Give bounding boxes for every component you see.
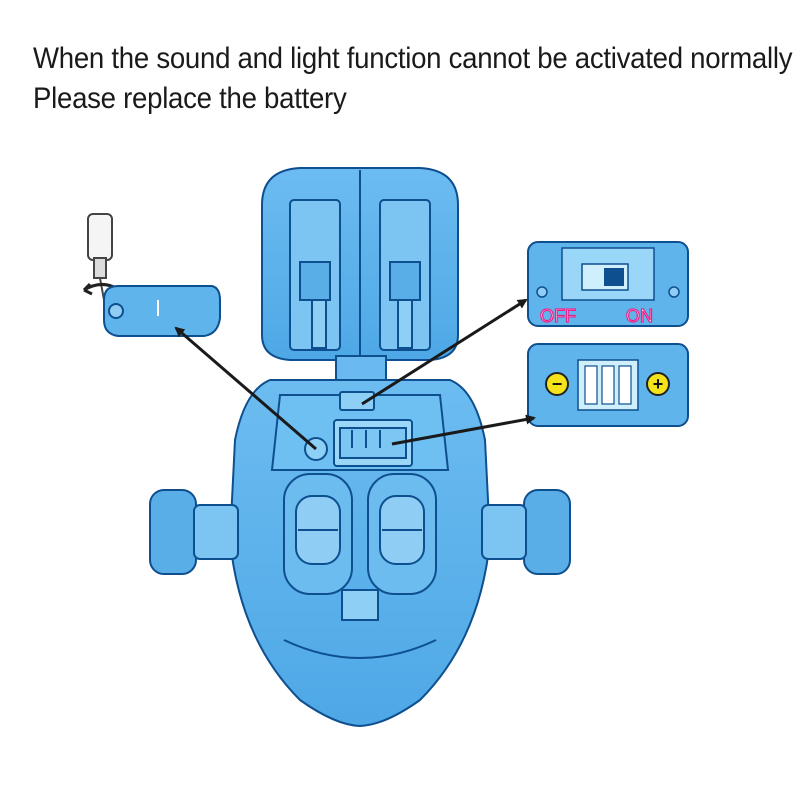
power-switch-panel: OFF ON [527, 241, 689, 327]
minus-symbol: − [552, 374, 563, 394]
plus-symbol: + [653, 374, 664, 394]
instruction-line-2: Please replace the battery [33, 82, 347, 115]
battery-plus-terminal [646, 372, 670, 396]
battery-cover-icon [103, 285, 221, 337]
arrow-to-switch [361, 298, 528, 406]
arrow-to-cover [174, 326, 317, 451]
screwdriver-icon [82, 213, 123, 301]
battery-panel: − + [527, 343, 689, 427]
battery-minus-terminal [545, 372, 569, 396]
arrow-to-battery [391, 414, 536, 446]
callout-arrows [174, 298, 536, 451]
instruction-line-1: When the sound and light function cannot… [33, 42, 793, 75]
robot-icon [149, 167, 571, 728]
switch-on-label: ON [626, 306, 653, 326]
switch-off-label: OFF [540, 306, 576, 326]
